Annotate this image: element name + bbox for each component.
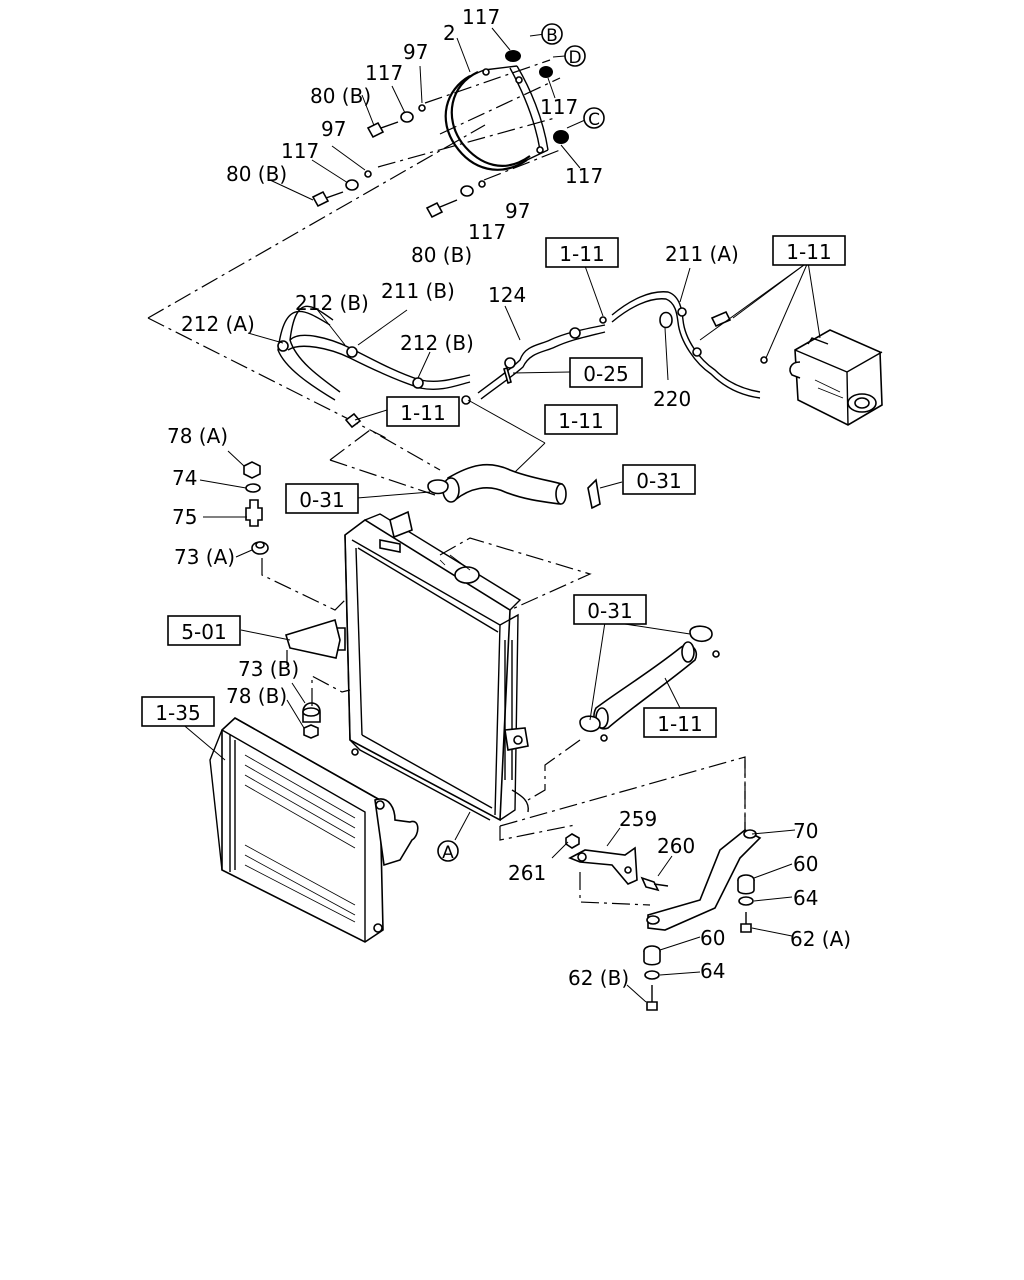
label-64: 64 <box>793 886 818 910</box>
label-62a: 62 (A) <box>790 927 851 951</box>
label-70: 70 <box>793 819 818 843</box>
label-78a: 78 (A) <box>167 424 228 448</box>
ref-box-1-11-c-label: 1-11 <box>400 401 445 425</box>
label-74: 74 <box>172 466 197 490</box>
label-117: 117 <box>565 164 603 188</box>
label-78b: 78 (B) <box>226 684 287 708</box>
bracket-259 <box>565 833 669 892</box>
rubber-pad-d <box>539 66 553 78</box>
circle-ref-a: A <box>437 840 459 863</box>
circle-ref-d: D <box>564 45 586 68</box>
ref-box-1-11-a[interactable]: 1-11 <box>545 237 619 268</box>
ref-box-0-31-b[interactable]: 0-31 <box>622 464 696 495</box>
ref-box-5-01-label: 5-01 <box>181 620 226 644</box>
fasteners-top <box>311 104 486 219</box>
label-212a: 212 (A) <box>181 312 255 336</box>
upper-radiator-hose <box>427 463 601 510</box>
ref-box-1-35-label: 1-35 <box>155 701 200 725</box>
label-64: 64 <box>700 959 725 983</box>
label-261: 261 <box>508 861 546 885</box>
hose-211a <box>611 291 768 399</box>
ref-box-1-11-b[interactable]: 1-11 <box>772 235 846 266</box>
label-60: 60 <box>700 926 725 950</box>
label-220: 220 <box>653 387 691 411</box>
ref-box-5-01[interactable]: 5-01 <box>167 615 241 646</box>
fasteners-left-upper <box>243 461 269 555</box>
label-97: 97 <box>505 199 530 223</box>
label-117: 117 <box>281 139 319 163</box>
rubber-pad-c <box>553 130 569 144</box>
ref-box-0-31-a-label: 0-31 <box>299 488 344 512</box>
ref-box-1-11-b-label: 1-11 <box>786 240 831 264</box>
bracket-70 <box>646 829 762 931</box>
label-73a: 73 (A) <box>174 545 235 569</box>
label-97: 97 <box>403 40 428 64</box>
label-117: 117 <box>468 220 506 244</box>
label-80b: 80 (B) <box>226 162 287 186</box>
ref-box-1-11-c[interactable]: 1-11 <box>386 396 460 427</box>
circle-ref-c-label: C <box>588 110 600 130</box>
label-97: 97 <box>321 117 346 141</box>
circle-ref-a-label: A <box>442 843 454 863</box>
label-2: 2 <box>443 21 456 45</box>
ref-box-0-31-c-label: 0-31 <box>587 599 632 623</box>
reservoir-tank <box>789 329 883 426</box>
rubber-pad-b <box>505 50 521 62</box>
shroud-ring <box>444 65 549 171</box>
label-259: 259 <box>619 807 657 831</box>
fasteners-left-lower <box>302 702 321 739</box>
bracket-5-01 <box>284 618 341 659</box>
ref-box-1-35[interactable]: 1-35 <box>141 696 215 727</box>
radiator <box>335 510 529 822</box>
label-212b: 212 (B) <box>400 331 474 355</box>
ref-box-1-11-e[interactable]: 1-11 <box>643 707 717 738</box>
label-117: 117 <box>540 95 578 119</box>
circle-ref-d-label: D <box>568 48 581 68</box>
hose-124 <box>477 316 607 400</box>
ref-box-1-11-a-label: 1-11 <box>559 242 604 266</box>
label-124: 124 <box>488 283 526 307</box>
label-117: 117 <box>365 61 403 85</box>
ref-box-1-11-d-label: 1-11 <box>558 409 603 433</box>
circle-ref-c: C <box>583 107 605 130</box>
label-75: 75 <box>172 505 197 529</box>
label-117: 117 <box>462 5 500 29</box>
part-labels: 117 2 97 117 80 (B) 117 97 117 80 (B) 11… <box>167 5 851 990</box>
mount-fasteners <box>643 874 755 1011</box>
label-211a: 211 (A) <box>665 242 739 266</box>
label-260: 260 <box>657 834 695 858</box>
label-60: 60 <box>793 852 818 876</box>
label-80b: 80 (B) <box>411 243 472 267</box>
circle-ref-b: B <box>541 23 563 46</box>
label-80b: 80 (B) <box>310 84 371 108</box>
label-62b: 62 (B) <box>568 966 629 990</box>
ref-box-0-31-c[interactable]: 0-31 <box>573 594 647 625</box>
circle-ref-b-label: B <box>546 26 558 46</box>
label-211b: 211 (B) <box>381 279 455 303</box>
ref-box-0-25[interactable]: 0-25 <box>569 357 643 388</box>
label-212b: 212 (B) <box>295 291 369 315</box>
ref-box-0-31-b-label: 0-31 <box>636 469 681 493</box>
ref-box-0-25-label: 0-25 <box>583 362 628 386</box>
ref-box-0-31-a[interactable]: 0-31 <box>285 483 359 514</box>
intercooler <box>209 717 419 943</box>
label-73b: 73 (B) <box>238 657 299 681</box>
lower-radiator-hose <box>579 625 720 742</box>
ref-box-1-11-e-label: 1-11 <box>657 712 702 736</box>
ref-box-1-11-d[interactable]: 1-11 <box>544 404 618 435</box>
